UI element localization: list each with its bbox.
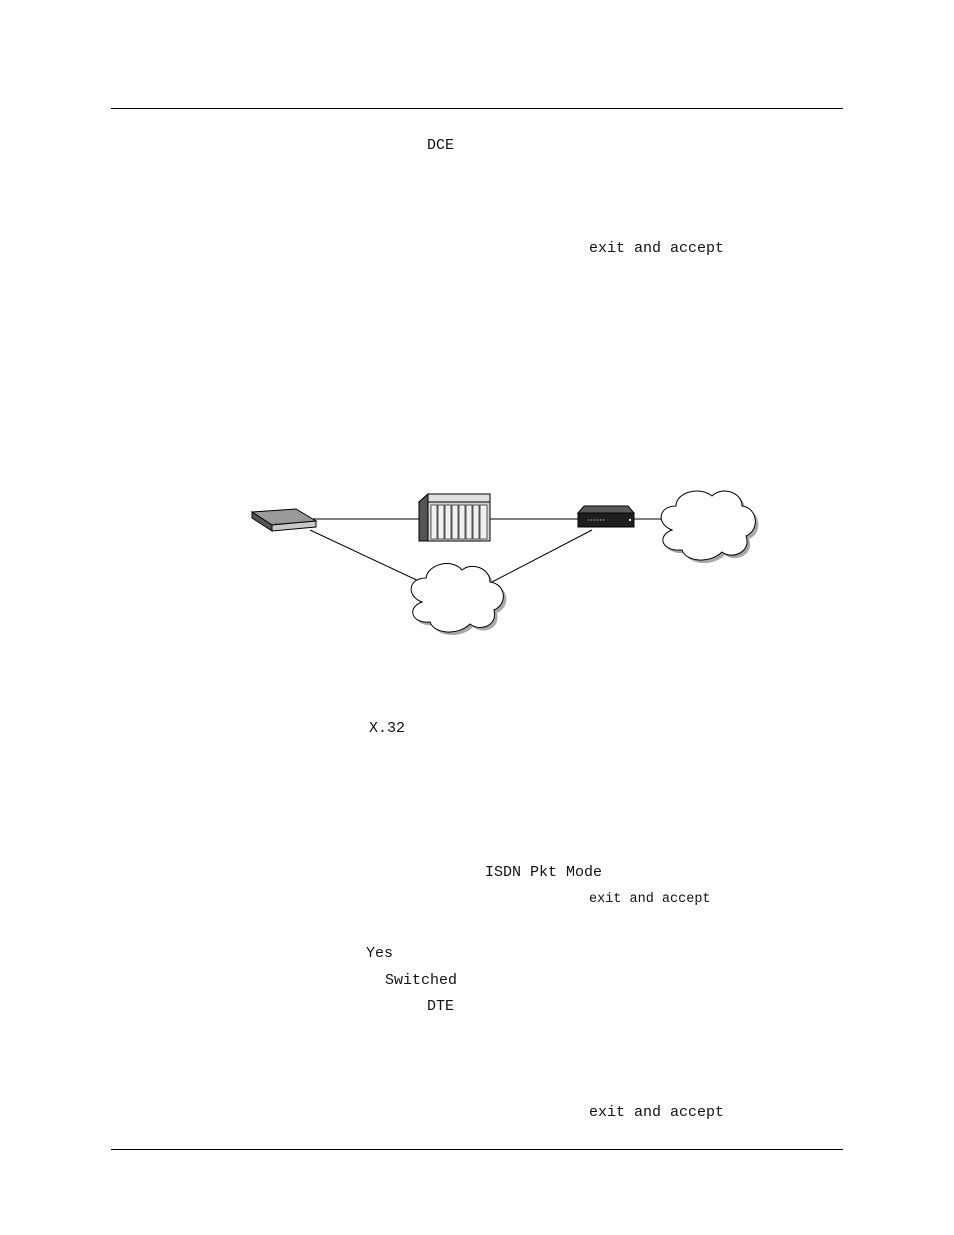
link-right-bottomcloud — [491, 529, 593, 583]
exit-accept-text-2: exit and accept — [589, 892, 711, 907]
link-left-bottomcloud — [309, 529, 426, 585]
cloud-bottom-icon — [410, 563, 507, 636]
exit-accept-text: exit and accept — [589, 240, 725, 257]
isdn-pkt-mode-value: ISDN Pkt Mode — [485, 864, 603, 881]
footer-rule — [111, 1149, 843, 1150]
switch-chassis-icon — [417, 492, 491, 542]
dte-value: DTE — [427, 998, 455, 1015]
header-rule — [111, 108, 843, 109]
dce-value: DCE — [427, 137, 455, 154]
exit-accept-text-3: exit and accept — [589, 1104, 725, 1121]
device-right-icon — [576, 505, 636, 528]
device-left-icon — [250, 508, 318, 532]
switched-value: Switched — [385, 972, 458, 989]
x32-label: X.32 — [369, 720, 406, 737]
cloud-right-icon — [660, 490, 759, 564]
yes-value: Yes — [366, 945, 394, 962]
